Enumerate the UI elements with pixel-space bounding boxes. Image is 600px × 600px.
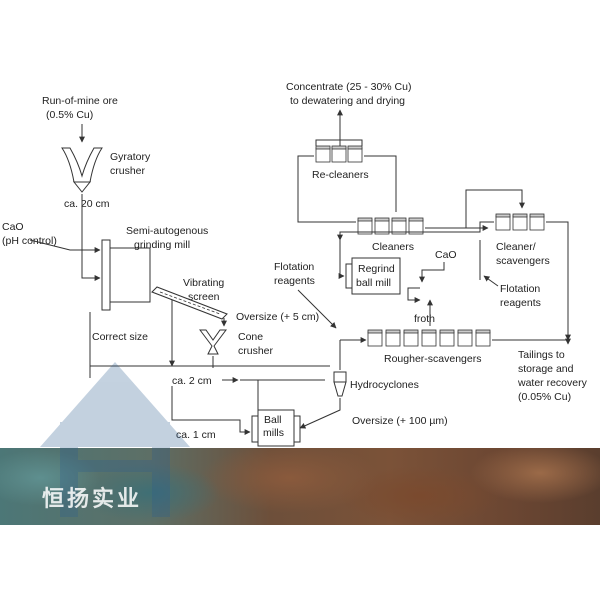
svg-text:storage and: storage and [518, 363, 574, 375]
svg-text:Concentrate (25 - 30% Cu): Concentrate (25 - 30% Cu) [286, 81, 411, 93]
svg-text:mills: mills [263, 427, 284, 439]
froth-label: froth [414, 313, 435, 325]
svg-text:reagents: reagents [500, 297, 541, 309]
re-cleaner-cells [315, 145, 363, 163]
svg-text:CaO: CaO [2, 221, 24, 233]
svg-text:Vibrating: Vibrating [183, 277, 224, 289]
correct-size-label: Correct size [92, 331, 148, 343]
ore-label: Run-of-mine ore (0.5% Cu) [42, 95, 118, 121]
vibrating-screen [151, 286, 228, 320]
cleaner-scavengers-label: Cleaner/ scavengers [496, 241, 550, 267]
svg-text:Flotation: Flotation [274, 261, 314, 273]
hydrocyclones-label: Hydrocyclones [350, 379, 419, 391]
vibrating-screen-label: Vibrating screen [183, 277, 224, 303]
svg-text:screen: screen [188, 291, 220, 303]
sag-mill-label: Semi-autogenous grinding mill [126, 225, 208, 251]
svg-text:scavengers: scavengers [496, 255, 550, 267]
flotation-reagents-right: Flotation reagents [500, 283, 541, 309]
flotation-reagents-left: Flotation reagents [274, 261, 315, 287]
company-logo-watermark [40, 362, 190, 517]
svg-text:(0.5% Cu): (0.5% Cu) [46, 109, 93, 121]
ball-mills-label: Ball mills [263, 414, 284, 439]
size-20cm-label: ca. 20 cm [64, 198, 110, 210]
svg-text:grinding mill: grinding mill [134, 239, 190, 251]
svg-text:water recovery: water recovery [517, 377, 588, 389]
svg-text:to dewatering and drying: to dewatering and drying [290, 95, 405, 107]
rock-photo-strip [0, 448, 600, 525]
svg-text:Cleaner/: Cleaner/ [496, 241, 536, 253]
svg-text:Flotation: Flotation [500, 283, 540, 295]
svg-text:Semi-autogenous: Semi-autogenous [126, 225, 208, 237]
cone-crusher [199, 329, 227, 355]
svg-text:Ball: Ball [264, 414, 282, 426]
svg-text:Gyratory: Gyratory [110, 151, 151, 163]
concentrate-label: Concentrate (25 - 30% Cu) to dewatering … [286, 81, 411, 107]
svg-text:Regrind: Regrind [358, 263, 395, 275]
oversize-5cm-label: Oversize (+ 5 cm) [236, 311, 319, 323]
svg-text:(pH control): (pH control) [2, 235, 57, 247]
hydrocyclone [333, 371, 347, 397]
size-2cm-label: ca. 2 cm [172, 375, 212, 387]
cleaner-scavenger-cells [495, 213, 545, 231]
svg-text:(0.05% Cu): (0.05% Cu) [518, 391, 571, 403]
svg-text:Run-of-mine ore: Run-of-mine ore [42, 95, 118, 107]
cleaner-cells [357, 217, 424, 235]
cao-ph-label: CaO (pH control) [2, 221, 57, 247]
re-cleaners-label: Re-cleaners [312, 169, 369, 181]
svg-text:crusher: crusher [110, 165, 146, 177]
cone-crusher-label: Cone crusher [238, 331, 274, 357]
cleaners-label: Cleaners [372, 241, 414, 253]
rougher-scavenger-cells [367, 329, 491, 347]
rougher-scavengers-label: Rougher-scavengers [384, 353, 481, 365]
tailings-label: Tailings to storage and water recovery (… [517, 349, 588, 403]
regrind-label: Regrind ball mill [356, 263, 395, 289]
svg-text:crusher: crusher [238, 345, 274, 357]
watermark-text: 恒扬实业 [42, 487, 143, 512]
ball-mills [251, 409, 301, 447]
cao-mid-label: CaO [435, 249, 457, 261]
sag-mill [101, 239, 151, 311]
svg-text:ball mill: ball mill [356, 277, 391, 289]
regrind-ball-mill [345, 257, 401, 295]
gyratory-crusher [61, 147, 103, 193]
svg-text:reagents: reagents [274, 275, 315, 287]
svg-text:Cone: Cone [238, 331, 263, 343]
gyratory-crusher-label: Gyratory crusher [110, 151, 151, 177]
svg-text:Tailings to: Tailings to [518, 349, 565, 361]
size-1cm-label: ca. 1 cm [176, 429, 216, 441]
oversize-100um-label: Oversize (+ 100 µm) [352, 415, 448, 427]
